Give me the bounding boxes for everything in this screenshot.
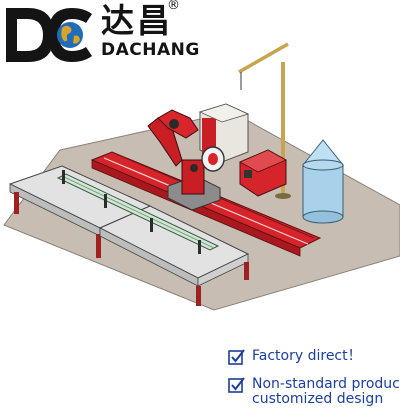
globe-continent [61,25,80,44]
welding-workstation-illustration [3,42,400,311]
welding-table-right [98,205,250,306]
feature-text: Factory direct！ [252,348,362,364]
gas-tank [301,139,345,224]
brand-name-cn: 达昌 [101,1,173,40]
feature-text-continued: customized design [252,391,384,407]
logo-letter-d [6,8,54,62]
feature-text: Non-standard produc [252,376,400,392]
welding-robot [147,109,225,211]
welding-machine [239,149,287,197]
feature-list: Factory direct！ Non-standard produc cust… [228,346,400,407]
checkbox-icon [228,377,245,393]
feature-item: Non-standard produc customized design [228,374,400,407]
logo-mark [6,8,92,62]
feature-item: Factory direct！ [228,346,400,374]
registered-mark: ® [167,0,180,13]
logo-letter-c [48,8,92,62]
brand-name-en: DACHANG [101,40,200,60]
brand-logo [6,8,92,62]
checkbox-icon [228,349,245,365]
table-clamps [62,170,201,254]
